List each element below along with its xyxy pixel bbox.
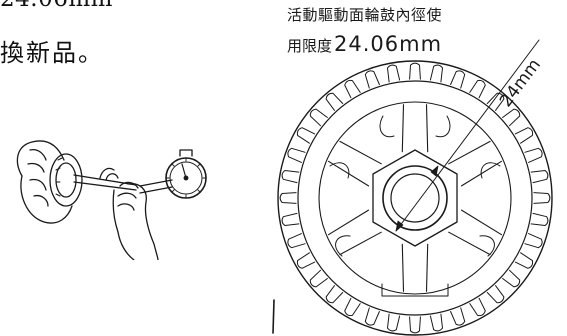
- drum-rib-edge: [425, 104, 429, 153]
- instruction-text-line-1: 24.06mm: [0, 0, 113, 12]
- dimension-line: [395, 39, 540, 232]
- rim-slot: [502, 108, 521, 127]
- rim-slot: [364, 307, 380, 326]
- rim-slot: [533, 192, 551, 204]
- rim-slot: [450, 70, 466, 89]
- rim-slot: [281, 212, 300, 226]
- rim-slot: [502, 269, 521, 288]
- instruction-text-line-2: 換新品。: [0, 39, 104, 67]
- drum-face-edge: [318, 101, 512, 295]
- drum-rib-edge: [460, 209, 503, 236]
- rim-slot: [429, 313, 443, 332]
- dimension-arrow-upper: [430, 165, 439, 177]
- drum-bore-inner: [390, 173, 440, 223]
- rim-slot: [287, 233, 306, 249]
- wheel-outer-rim: [277, 60, 553, 336]
- wheel-caption-line-1: 活動驅動面輪鼓內徑使: [287, 6, 443, 24]
- rim-slot: [296, 252, 316, 269]
- drum-rib-edge: [339, 140, 382, 165]
- rim-slot: [344, 79, 361, 99]
- drum-rib-edge: [448, 231, 491, 256]
- rim-slot: [296, 127, 316, 144]
- drum-rib-edge: [425, 243, 429, 292]
- drum-rib-edge: [401, 104, 405, 153]
- rim-slot: [344, 297, 361, 317]
- drum-bore-outer: [382, 165, 448, 231]
- rim-slot: [514, 127, 534, 144]
- rim-slot: [409, 316, 421, 334]
- dial-top-cap: [179, 149, 193, 157]
- drum-rib-edge: [327, 209, 370, 236]
- rim-slot: [486, 285, 505, 304]
- left-hand-upper: [16, 140, 65, 177]
- drum-rib-edge: [448, 140, 491, 165]
- drum-ribs: [327, 104, 503, 292]
- right-hand-fingers: [117, 181, 139, 211]
- rim-slot: [309, 108, 328, 127]
- gauge-holder: [99, 167, 119, 181]
- rim-slot: [486, 92, 505, 111]
- rim-slot: [387, 313, 401, 332]
- right-arm-right-edge: [127, 183, 159, 260]
- rim-slot: [281, 170, 300, 184]
- rim-slot: [524, 233, 543, 249]
- wheel-caption-limit-value: 24.06mm: [334, 32, 443, 56]
- dial-gauge-measurement-icon: [16, 140, 207, 260]
- left-hand-fingers: [27, 148, 49, 207]
- left-hand-lower: [20, 175, 73, 224]
- drum-rib-edge: [339, 231, 382, 256]
- rim-slot: [530, 170, 549, 184]
- rim-slot: [287, 147, 306, 163]
- dial-needle: [181, 163, 187, 179]
- rim-slot: [514, 252, 534, 269]
- margin-mark: [272, 299, 275, 334]
- gauge-stem: [73, 174, 137, 191]
- cooling-slots: [279, 62, 551, 334]
- rim-slot: [325, 285, 344, 304]
- rim-slot: [364, 70, 380, 89]
- rim-slot: [450, 307, 466, 326]
- bottom-lug: [381, 283, 449, 297]
- drum-rib-edge: [401, 243, 405, 292]
- lower-cutouts: [335, 235, 495, 257]
- dimension-arrow-lower: [395, 220, 404, 232]
- hub-workpiece: [49, 153, 83, 207]
- wheel-caption-prefix: 用限度: [287, 37, 333, 55]
- side-cutouts: [329, 162, 501, 179]
- drive-face-wheel-drum-icon: 24mm: [272, 39, 553, 336]
- rim-slot: [409, 62, 421, 80]
- upper-cutouts: [379, 115, 451, 138]
- hub-bore: [55, 162, 77, 198]
- wheel-caption-line-2: 用限度24.06mm: [287, 32, 442, 56]
- rim-slot: [524, 147, 543, 163]
- rim-slot: [469, 79, 486, 99]
- rim-slot: [530, 212, 549, 226]
- hex-boss: [372, 149, 458, 247]
- rim-slot: [279, 192, 297, 204]
- dimension-label: 24mm: [496, 55, 545, 111]
- rim-slot: [429, 64, 443, 83]
- wheel-inner-rim: [297, 80, 533, 316]
- rim-slot: [325, 92, 344, 111]
- rim-slot: [469, 297, 486, 317]
- rim-slot: [387, 64, 401, 83]
- right-arm-left-edge: [112, 189, 135, 260]
- rim-slot: [309, 269, 328, 288]
